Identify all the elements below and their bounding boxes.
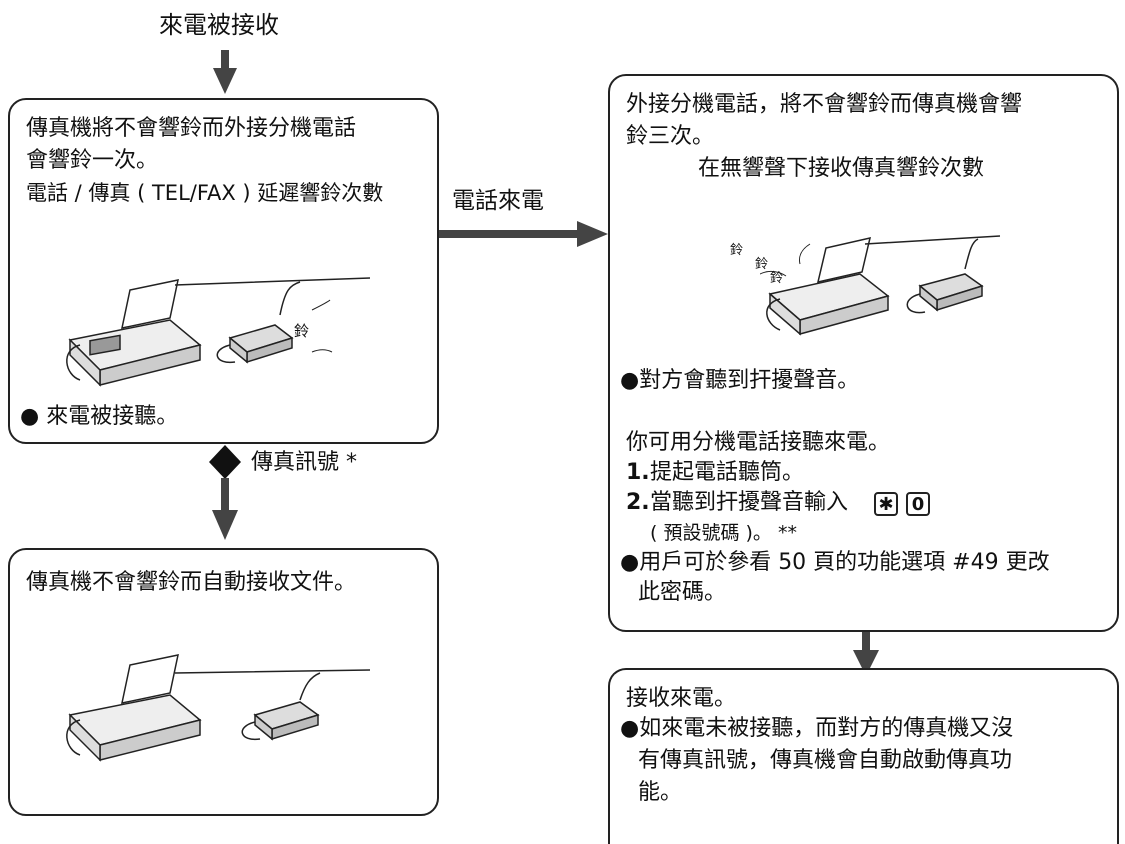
- left-box-line3: 電話 / 傳真 ( TEL/FAX ) 延遲響鈴次數: [26, 181, 384, 205]
- fax-signal-label: 傳真訊號 *: [251, 450, 357, 475]
- right-down-arrow-head: [853, 650, 879, 676]
- left-box-bullet: ● 來電被接聽。: [20, 404, 179, 429]
- bottom-right-box: 接收來電。 ●如來電未被接聽，而對方的傳真機又沒 有傳真訊號，傳真機會自動啟動傳…: [608, 668, 1119, 844]
- default-code: ( 預設號碼 )。 **: [650, 522, 797, 544]
- bottom-right-line3: 有傳真訊號，傳真機會自動啟動傳真功: [638, 748, 1013, 773]
- fax-signal-diamond: [209, 445, 241, 479]
- right-box: 外接分機電話，將不會響鈴而傳真機會響 鈴三次。 在無響聲下接收傳真響鈴次數 鈴 …: [608, 74, 1119, 632]
- left-down-arrow-head: [212, 510, 238, 540]
- ring-label-3: 鈴: [770, 271, 784, 286]
- right-box-line2: 鈴三次。: [626, 124, 715, 149]
- arrow-right-label: 電話來電: [452, 188, 544, 214]
- top-arrow-head: [213, 68, 237, 94]
- top-label: 來電被接收: [159, 11, 279, 39]
- right-box-instr: 你可用分機電話接聽來電。: [626, 430, 891, 455]
- zero-key: 0: [906, 492, 930, 516]
- phone-icon-3: [906, 273, 984, 314]
- right-down-arrow-shaft: [862, 630, 870, 652]
- right-box-bullet2-line2: 此密碼。: [638, 580, 727, 605]
- fax-machine-icon: [66, 279, 202, 387]
- right-box-line1: 外接分機電話，將不會響鈴而傳真機會響: [626, 92, 1023, 117]
- phone-icon: [216, 324, 294, 364]
- fax-and-phone-illustration-3: [760, 235, 1001, 336]
- fax-and-phone-illustration-2: [66, 654, 371, 762]
- left-box-line2: 會響鈴一次。: [26, 148, 159, 173]
- ring-marks-3: [760, 243, 811, 277]
- top-arrow-shaft: [221, 50, 229, 70]
- fax-machine-icon-3: [766, 237, 890, 336]
- step2-number: 2.: [626, 490, 650, 515]
- ring-marks: [311, 299, 333, 353]
- right-box-line3: 在無響聲下接收傳真響鈴次數: [698, 156, 985, 181]
- phone-line: [174, 277, 371, 316]
- right-box-bullet2-line1: ●用戶可於參看 50 頁的功能選項 #49 更改: [620, 550, 1050, 575]
- bottom-left-line1: 傳真機不會響鈴而自動接收文件。: [26, 570, 357, 595]
- right-box-bullet1: ●對方會聽到扞擾聲音。: [620, 368, 860, 393]
- bottom-right-line1: 接收來電。: [626, 686, 737, 711]
- fax-and-phone-illustration: [66, 277, 371, 387]
- step2-text: 當聽到扞擾聲音輸入: [650, 490, 849, 515]
- phone-line-2: [174, 669, 371, 701]
- ring-label-1: 鈴: [730, 243, 744, 258]
- left-down-arrow-shaft: [221, 478, 229, 512]
- left-box-line1: 傳真機將不會響鈴而外接分機電話: [26, 116, 357, 141]
- ring-label: 鈴: [294, 322, 310, 340]
- ring-label-2: 鈴: [755, 257, 769, 272]
- step1-number: 1.: [626, 460, 650, 485]
- left-box: 傳真機將不會響鈴而外接分機電話 會響鈴一次。 電話 / 傳真 ( TEL/FAX…: [8, 98, 439, 444]
- star-key-icon: ✱: [874, 492, 898, 516]
- bottom-left-box: 傳真機不會響鈴而自動接收文件。: [8, 548, 439, 816]
- bottom-right-line2: ●如來電未被接聽，而對方的傳真機又沒: [620, 716, 1014, 741]
- fax-machine-icon-2: [66, 654, 202, 762]
- step1-text: 提起電話聽筒。: [650, 460, 805, 485]
- phone-icon-2: [241, 701, 320, 741]
- right-arrow-shaft: [437, 230, 579, 238]
- right-arrow-head: [577, 221, 608, 247]
- bottom-right-line4: 能。: [638, 780, 683, 805]
- phone-line-3: [864, 235, 1001, 270]
